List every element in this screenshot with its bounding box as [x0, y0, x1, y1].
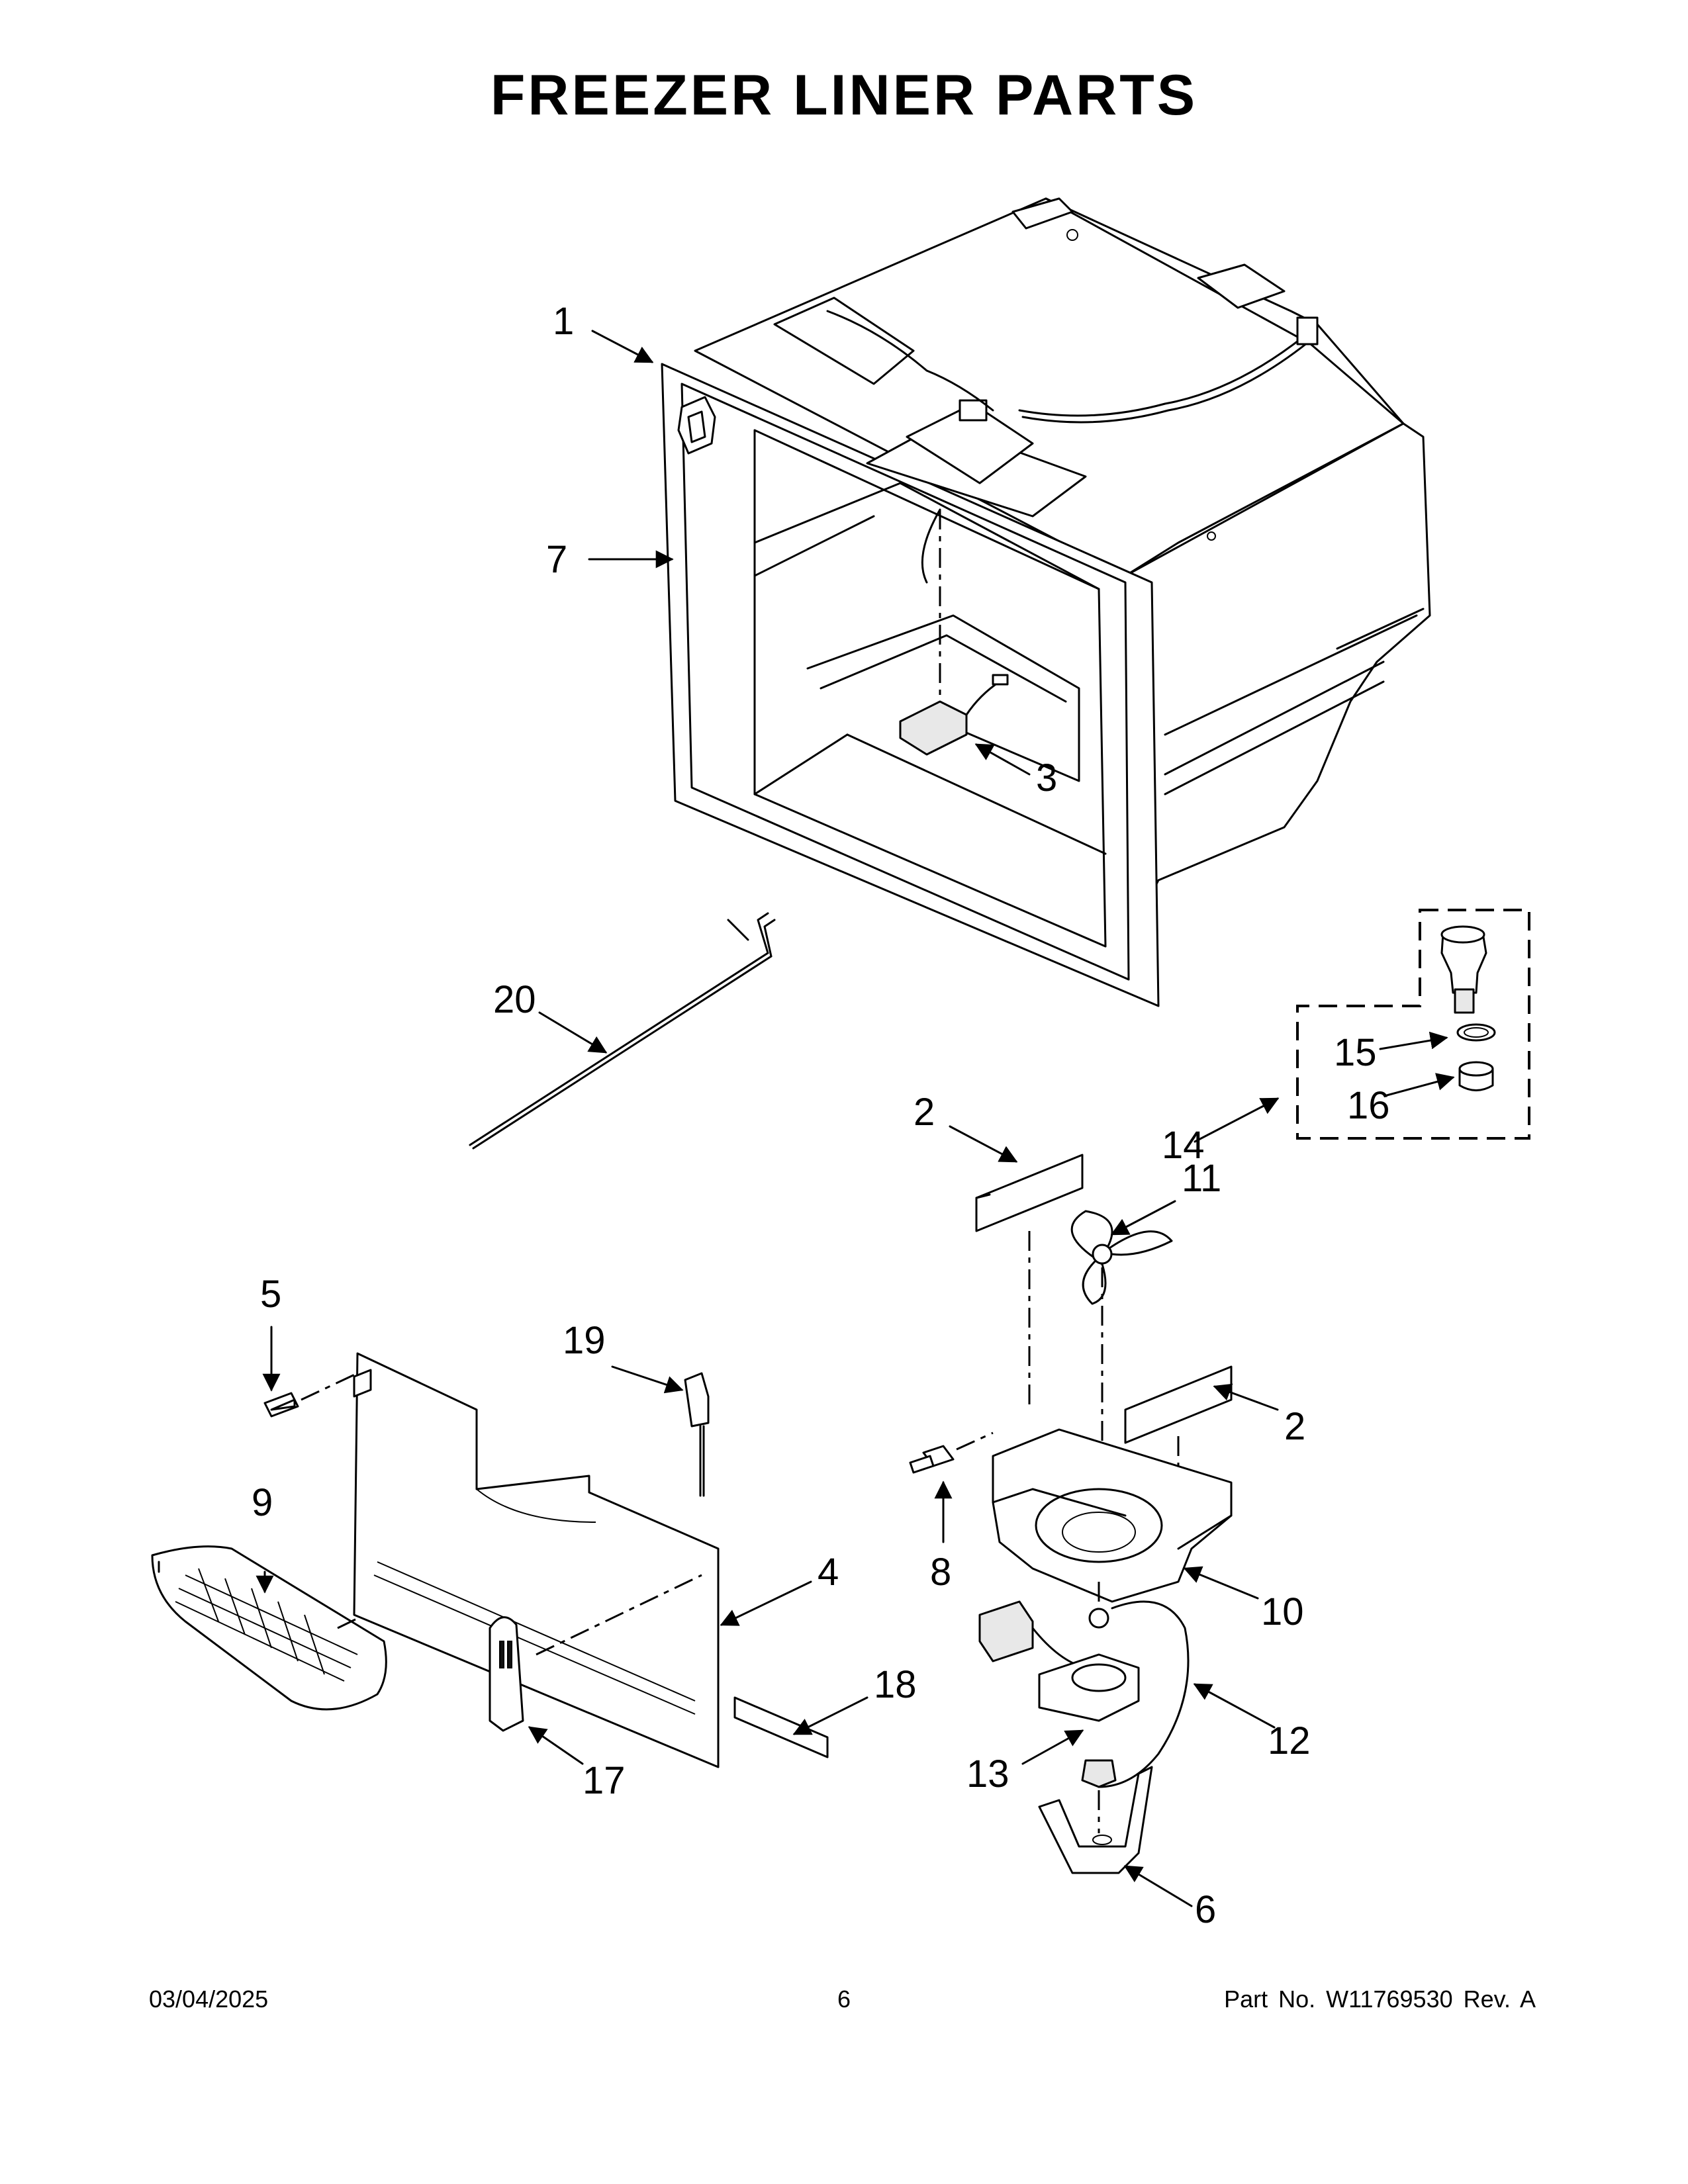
- callout-11: 11: [1182, 1157, 1221, 1200]
- footer-date: 03/04/2025: [149, 1985, 269, 2013]
- footer-page-number: 6: [837, 1985, 851, 2013]
- callout-4: 4: [818, 1551, 839, 1594]
- freezer-liner-part-1[interactable]: [661, 197, 1431, 1007]
- ring-part-15[interactable]: [1456, 1023, 1496, 1042]
- callout-14: 14: [1162, 1124, 1205, 1167]
- callout-13: 13: [966, 1752, 1009, 1796]
- callout-12: 12: [1268, 1719, 1311, 1762]
- fan-motor-part-13[interactable]: [1038, 1608, 1140, 1788]
- callout-16: 16: [1347, 1084, 1390, 1127]
- heater-wire-part-20[interactable]: [469, 912, 776, 1150]
- gasket-strip-part-18[interactable]: [733, 1696, 829, 1758]
- screw-part-5[interactable]: [263, 1392, 299, 1418]
- footer-part-number: Part No. W11769530 Rev. A: [1224, 1985, 1536, 2013]
- foam-pad-part-2-lower[interactable]: [1124, 1365, 1233, 1444]
- callout-9: 9: [252, 1481, 273, 1524]
- sensor-part-3[interactable]: [899, 674, 1009, 756]
- callout-6: 6: [1195, 1888, 1216, 1931]
- callout-7: 7: [546, 538, 567, 581]
- callout-2-lower: 2: [1284, 1405, 1305, 1448]
- callout-1: 1: [553, 300, 574, 343]
- cover-panel-part-4[interactable]: [353, 1352, 720, 1768]
- bracket-part-6[interactable]: [1038, 1766, 1153, 1874]
- callout-15: 15: [1334, 1031, 1377, 1074]
- page-title: FREEZER LINER PARTS: [490, 64, 1198, 127]
- callout-labels: 1 2 2 3 4 5 6 7 8 9 10 11 12 13 14 15 16…: [252, 300, 1390, 1931]
- fan-blade-part-11[interactable]: [1070, 1210, 1173, 1305]
- switch-part-7[interactable]: [677, 396, 716, 455]
- foam-pad-part-2-upper[interactable]: [975, 1154, 1084, 1232]
- grille-part-9[interactable]: [151, 1545, 387, 1711]
- cap-part-16[interactable]: [1458, 1061, 1494, 1091]
- callout-10: 10: [1261, 1590, 1304, 1633]
- callout-5: 5: [260, 1273, 281, 1316]
- callout-8: 8: [930, 1551, 951, 1594]
- clip-part-17[interactable]: [489, 1616, 524, 1732]
- temp-probe-part-19[interactable]: [684, 1372, 710, 1497]
- drain-kit-part-14[interactable]: [1296, 909, 1530, 1140]
- callout-18: 18: [874, 1663, 917, 1706]
- callout-20: 20: [493, 978, 536, 1021]
- callout-3: 3: [1036, 756, 1057, 799]
- fan-housing-part-10[interactable]: [992, 1428, 1233, 1603]
- callout-17: 17: [583, 1759, 626, 1802]
- leader-arrows: [256, 330, 1455, 1907]
- screw-part-8[interactable]: [909, 1445, 955, 1474]
- callout-19: 19: [563, 1319, 606, 1362]
- callout-2-upper: 2: [914, 1091, 935, 1134]
